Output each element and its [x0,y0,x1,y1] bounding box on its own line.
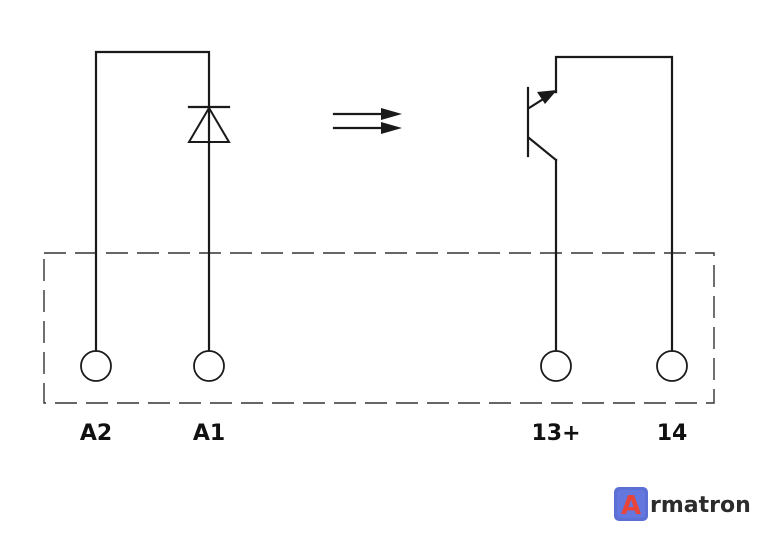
label-a1: A1 [193,421,225,446]
terminal-13 [540,350,572,382]
armatron-logo: A rmatron [614,487,751,521]
label-a2: A2 [80,421,112,446]
optical-coupling-arrows-icon [332,108,402,134]
terminal-a1 [193,350,225,382]
wire-a2-loop [94,50,211,352]
label-14: 14 [657,421,688,446]
housing-outline [43,252,715,404]
terminal-a2 [80,350,112,382]
wire-emitter-to-14 [554,55,674,352]
phototransistor-icon [526,86,558,162]
terminal-14 [656,350,688,382]
input-circuit [94,50,231,352]
output-circuit [526,55,674,352]
diode-icon [187,105,231,145]
label-13: 13+ [531,421,580,446]
logo-letter: A [621,491,641,521]
logo-text: rmatron [650,493,751,518]
